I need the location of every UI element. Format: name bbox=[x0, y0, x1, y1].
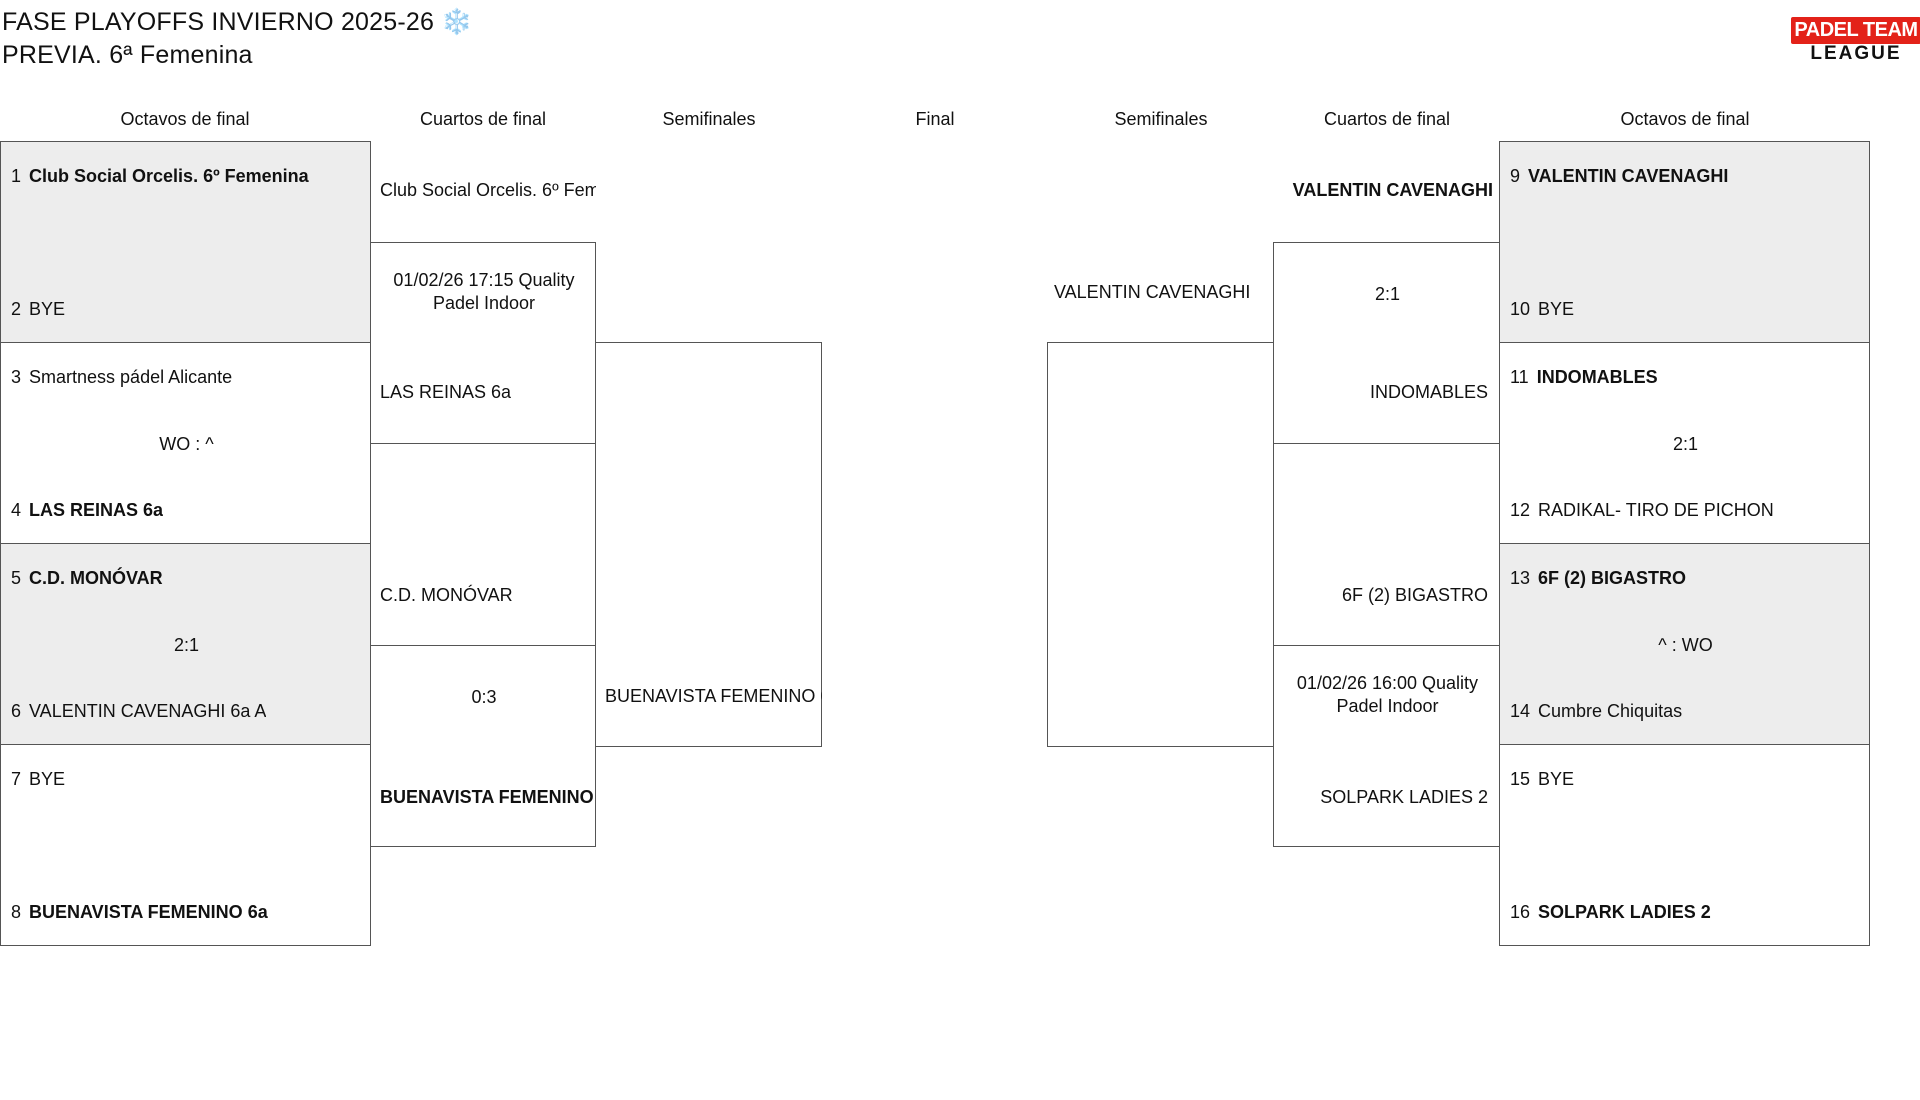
team-name: VALENTIN CAVENAGHI bbox=[1528, 166, 1729, 186]
seed-number: 14 bbox=[1510, 701, 1531, 721]
seed-number: 1 bbox=[11, 166, 22, 186]
padel-team-league-logo: PADEL TEAM LEAGUE bbox=[1791, 17, 1920, 64]
team-name: BYE bbox=[1538, 769, 1575, 789]
match-box-octavos-8[interactable]: 15 BYE 16 SOLPARK LADIES 2 bbox=[1499, 744, 1870, 946]
team-slot-top: 13 6F (2) BIGASTRO bbox=[1510, 567, 1686, 589]
match-result: WO : ^ bbox=[159, 434, 214, 454]
team-slot-bottom: 14 Cumbre Chiquitas bbox=[1510, 700, 1682, 722]
seed-number: 15 bbox=[1510, 769, 1531, 789]
seed-number: 16 bbox=[1510, 902, 1531, 922]
match-box-cuartos-1[interactable]: 01/02/26 17:15 Quality Padel Indoor bbox=[370, 242, 596, 444]
logo-bottom-text: LEAGUE bbox=[1810, 43, 1902, 64]
match-box-octavos-7[interactable]: 13 6F (2) BIGASTRO ^ : WO 14 Cumbre Chiqui… bbox=[1499, 543, 1870, 745]
match-box-octavos-3[interactable]: 5 C.D. MONÓVAR 2:1 6 VALENTIN CAVENAGHI 6a… bbox=[0, 543, 371, 745]
team-slot-bottom: 16 SOLPARK LADIES 2 bbox=[1510, 901, 1711, 923]
seed-number: 10 bbox=[1510, 299, 1531, 319]
round-header-semis-left: Semifinales bbox=[662, 109, 756, 129]
team-name: Smartness pádel Alicante bbox=[29, 367, 233, 387]
match-box-octavos-4[interactable]: 7 BYE 8 BUENAVISTA FEMENINO 6a bbox=[0, 744, 371, 946]
match-box-octavos-5[interactable]: 9 VALENTIN CAVENAGHI 10 BYE bbox=[1499, 141, 1870, 343]
team-name: SOLPARK LADIES 2 bbox=[1538, 902, 1711, 922]
team-slot-top: 3 Smartness pádel Alicante bbox=[11, 366, 232, 388]
cuartos-team-top: 6F (2) BIGASTRO bbox=[1341, 585, 1488, 605]
match-result: ^ : WO bbox=[1658, 635, 1713, 655]
team-name: BYE bbox=[29, 299, 66, 319]
seed-number: 5 bbox=[11, 568, 22, 588]
team-slot-top: 1 Club Social Orcelis. 6º Femenina bbox=[11, 165, 309, 187]
team-slot-bottom: 10 BYE bbox=[1510, 298, 1574, 320]
match-box-semis-right[interactable] bbox=[1047, 342, 1274, 747]
seed-number: 4 bbox=[11, 500, 22, 520]
team-name: LAS REINAS 6a bbox=[29, 500, 164, 520]
team-name: Cumbre Chiquitas bbox=[1538, 701, 1683, 721]
team-name: RADIKAL- TIRO DE PICHON bbox=[1538, 500, 1774, 520]
round-header-final: Final bbox=[915, 109, 955, 129]
team-name: 6F (2) BIGASTRO bbox=[1538, 568, 1687, 588]
semis-team-bottom: BUENAVISTA FEMENINO 6a bbox=[605, 686, 822, 706]
team-name: C.D. MONÓVAR bbox=[29, 568, 163, 588]
seed-number: 12 bbox=[1510, 500, 1531, 520]
match-result: 0:3 bbox=[471, 687, 497, 707]
cuartos-team-top: Club Social Orcelis. 6º Femenina bbox=[380, 180, 596, 200]
seed-number: 9 bbox=[1510, 166, 1521, 186]
seed-number: 13 bbox=[1510, 568, 1531, 588]
match-info: 01/02/26 16:00 Quality Padel Indoor bbox=[1296, 673, 1479, 716]
team-slot-top: 9 VALENTIN CAVENAGHI bbox=[1510, 165, 1728, 187]
team-name: BYE bbox=[29, 769, 66, 789]
seed-number: 3 bbox=[11, 367, 22, 387]
cuartos-team-bottom: LAS REINAS 6a bbox=[380, 382, 512, 402]
seed-number: 6 bbox=[11, 701, 22, 721]
match-box-semis-left[interactable] bbox=[595, 342, 822, 747]
team-name: INDOMABLES bbox=[1536, 367, 1658, 387]
team-name: Club Social Orcelis. 6º Femenina bbox=[29, 166, 309, 186]
seed-number: 2 bbox=[11, 299, 22, 319]
team-slot-bottom: 8 BUENAVISTA FEMENINO 6a bbox=[11, 901, 268, 923]
round-header-cuartos-left: Cuartos de final bbox=[419, 109, 547, 129]
match-box-cuartos-4[interactable]: 01/02/26 16:00 Quality Padel Indoor bbox=[1273, 645, 1500, 847]
round-header-octavos-left: Octavos de final bbox=[120, 109, 250, 129]
match-info: 01/02/26 17:15 Quality Padel Indoor bbox=[393, 270, 575, 313]
cuartos-team-bottom: BUENAVISTA FEMENINO 6a bbox=[380, 787, 596, 807]
team-slot-top: 11 INDOMABLES bbox=[1510, 366, 1658, 388]
match-box-octavos-2[interactable]: 3 Smartness pádel Alicante WO : ^ 4 LAS RE… bbox=[0, 342, 371, 544]
seed-number: 11 bbox=[1510, 367, 1529, 387]
logo-top-text: PADEL TEAM bbox=[1791, 17, 1920, 44]
team-name: BUENAVISTA FEMENINO 6a bbox=[29, 902, 268, 922]
match-result: 2:1 bbox=[1374, 284, 1401, 304]
cuartos-team-top: VALENTIN CAVENAGHI bbox=[1292, 180, 1493, 200]
team-slot-top: 5 C.D. MONÓVAR bbox=[11, 567, 163, 589]
semis-team-top: VALENTIN CAVENAGHI bbox=[1054, 282, 1251, 302]
team-slot-bottom: 6 VALENTIN CAVENAGHI 6a A bbox=[11, 700, 266, 722]
team-slot-bottom: 4 LAS REINAS 6a bbox=[11, 499, 163, 521]
team-slot-top: 7 BYE bbox=[11, 768, 65, 790]
cuartos-team-bottom: INDOMABLES bbox=[1369, 382, 1488, 402]
round-header-octavos-right: Octavos de final bbox=[1620, 109, 1750, 129]
team-name: VALENTIN CAVENAGHI 6a A bbox=[29, 701, 267, 721]
cuartos-team-bottom: SOLPARK LADIES 2 bbox=[1320, 787, 1488, 807]
match-result: 2:1 bbox=[173, 635, 200, 655]
seed-number: 7 bbox=[11, 769, 22, 789]
match-box-cuartos-2[interactable]: 0:3 bbox=[370, 645, 596, 847]
team-name: BYE bbox=[1538, 299, 1575, 319]
page-title: FASE PLAYOFFS INVIERNO 2025-26 ❄️ bbox=[2, 8, 473, 36]
round-header-cuartos-right: Cuartos de final bbox=[1323, 109, 1451, 129]
seed-number: 8 bbox=[11, 902, 22, 922]
match-box-octavos-6[interactable]: 11 INDOMABLES 2:1 12 RADIKAL- TIRO DE PICH… bbox=[1499, 342, 1870, 544]
match-box-cuartos-3[interactable]: 2:1 bbox=[1273, 242, 1500, 444]
page-subtitle: PREVIA. 6ª Femenina bbox=[2, 41, 253, 69]
team-slot-top: 15 BYE bbox=[1510, 768, 1574, 790]
round-header-semis-right: Semifinales bbox=[1114, 109, 1208, 129]
match-result: 2:1 bbox=[1672, 434, 1699, 454]
team-slot-bottom: 12 RADIKAL- TIRO DE PICHON bbox=[1510, 499, 1774, 521]
cuartos-team-top: C.D. MONÓVAR bbox=[380, 585, 513, 605]
team-slot-bottom: 2 BYE bbox=[11, 298, 65, 320]
match-box-octavos-1[interactable]: 1 Club Social Orcelis. 6º Femenina 2 BYE bbox=[0, 141, 371, 343]
